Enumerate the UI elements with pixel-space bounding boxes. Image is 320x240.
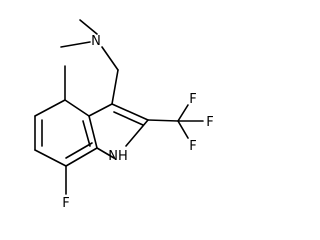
bond-c7-c7a <box>65 147 98 167</box>
bond-nme-left <box>60 41 91 48</box>
bond-c3-c3a <box>88 103 113 117</box>
atom-label-amine-n: N <box>91 34 101 49</box>
bond-n-ch2 <box>101 46 119 71</box>
bond-c4-c5 <box>34 99 66 117</box>
bond-ch2-c3 <box>111 69 119 105</box>
bond-c2-cf3 <box>147 119 179 122</box>
atom-labels: N NH F F F F <box>62 34 213 211</box>
bond-cf3-f-bottom <box>177 120 189 139</box>
bond-c3-c2-inner <box>113 111 144 126</box>
bond-c6-c7 <box>34 149 67 167</box>
bond-c3-c2 <box>111 103 149 121</box>
atom-label-ring-nh: NH <box>108 149 128 164</box>
bond-c7-c7a-inner <box>65 142 93 159</box>
bond-nme-top <box>79 19 98 35</box>
atom-label-cf3-f-right: F <box>206 115 213 130</box>
atom-label-cf3-f-top: F <box>189 92 196 107</box>
bond-c3a-c4 <box>64 99 90 117</box>
bond-c3a-c7a-inner <box>82 120 91 147</box>
bond-c3a-c7a <box>88 115 98 149</box>
atom-label-cf3-f-bottom: F <box>189 139 196 154</box>
chemical-structure-diagram: N NH F F F F <box>34 19 214 211</box>
bond-c2-n1 <box>125 119 149 147</box>
bond-n1-c7a <box>96 147 115 159</box>
bond-group <box>34 19 204 195</box>
bond-cf3-f-top <box>177 104 189 122</box>
atom-label-fluoro: F <box>62 196 69 211</box>
